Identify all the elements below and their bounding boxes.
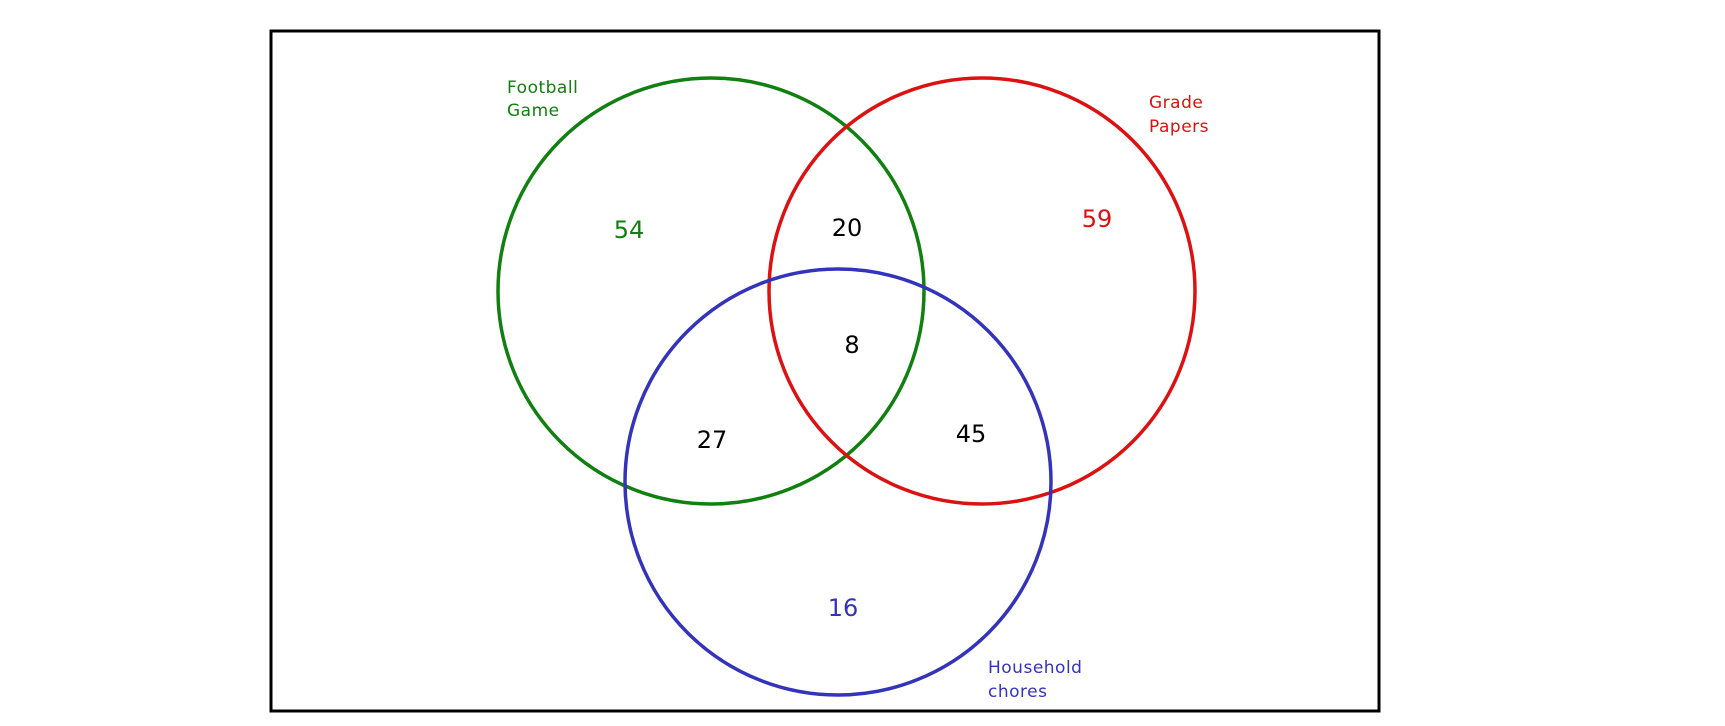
all-three-count: 8 xyxy=(844,331,859,359)
football-game-label-line-1: Football xyxy=(507,78,578,98)
football-game-label: Football Game xyxy=(507,78,584,121)
grade-household-count: 45 xyxy=(956,420,987,448)
grade-papers-label: Grade Papers xyxy=(1149,93,1209,137)
football-game-label-line-2: Game xyxy=(507,101,560,121)
grade-only-count: 59 xyxy=(1082,205,1113,233)
grade-papers-label-line-1: Grade xyxy=(1149,93,1203,113)
football-household-count: 27 xyxy=(697,426,728,454)
grade-papers-circle xyxy=(767,76,1197,506)
diagram-frame xyxy=(269,29,1381,713)
household-only-count: 16 xyxy=(828,594,859,622)
grade-papers-label-line-2: Papers xyxy=(1149,117,1209,137)
household-chores-circle xyxy=(623,267,1053,697)
household-chores-label-line-2: chores xyxy=(988,682,1047,702)
household-chores-label-line-1: Household xyxy=(988,658,1082,678)
football-only-count: 54 xyxy=(614,216,645,244)
football-game-circle xyxy=(496,76,926,506)
football-grade-count: 20 xyxy=(832,214,863,242)
household-chores-label: Household chores xyxy=(988,658,1088,702)
